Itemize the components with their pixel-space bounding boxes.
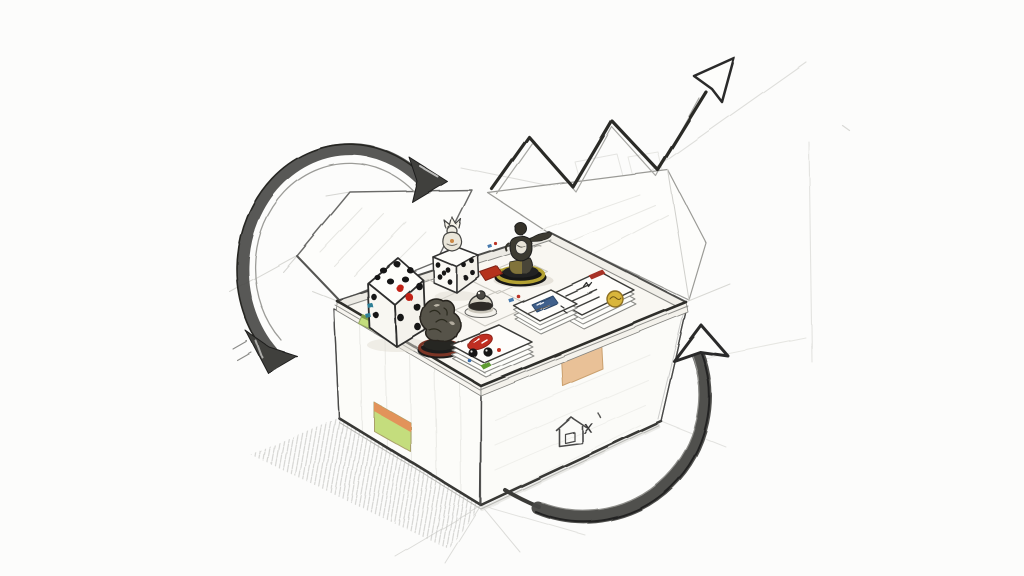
cycle-arrow-right-head [672, 323, 730, 363]
knight-figure [494, 221, 554, 288]
cycle-arrow-left-icon [232, 143, 448, 374]
board-specks [486, 241, 521, 303]
card-stack-blue [513, 289, 579, 335]
box-flap-right [487, 169, 707, 301]
game-components [358, 216, 637, 378]
box-flaps [296, 169, 707, 302]
box-logo-text: x [581, 417, 595, 438]
box-side-label [373, 401, 412, 453]
house-icon [555, 416, 587, 431]
growth-arrow-line [490, 90, 708, 191]
large-die [365, 257, 427, 352]
growth-arrow-icon [490, 56, 736, 195]
small-die [432, 246, 480, 301]
dome-token [464, 290, 498, 318]
box-logo [555, 412, 601, 447]
card-stack-logo [450, 324, 535, 378]
jester-figure [442, 216, 463, 252]
cycle-arrow-left-head-bottom [245, 330, 298, 374]
red-tile [479, 265, 504, 282]
cycle-arrow-right-icon [503, 323, 730, 524]
cycle-arrow-left-head-top [408, 156, 448, 203]
growth-arrow-head [692, 56, 736, 104]
